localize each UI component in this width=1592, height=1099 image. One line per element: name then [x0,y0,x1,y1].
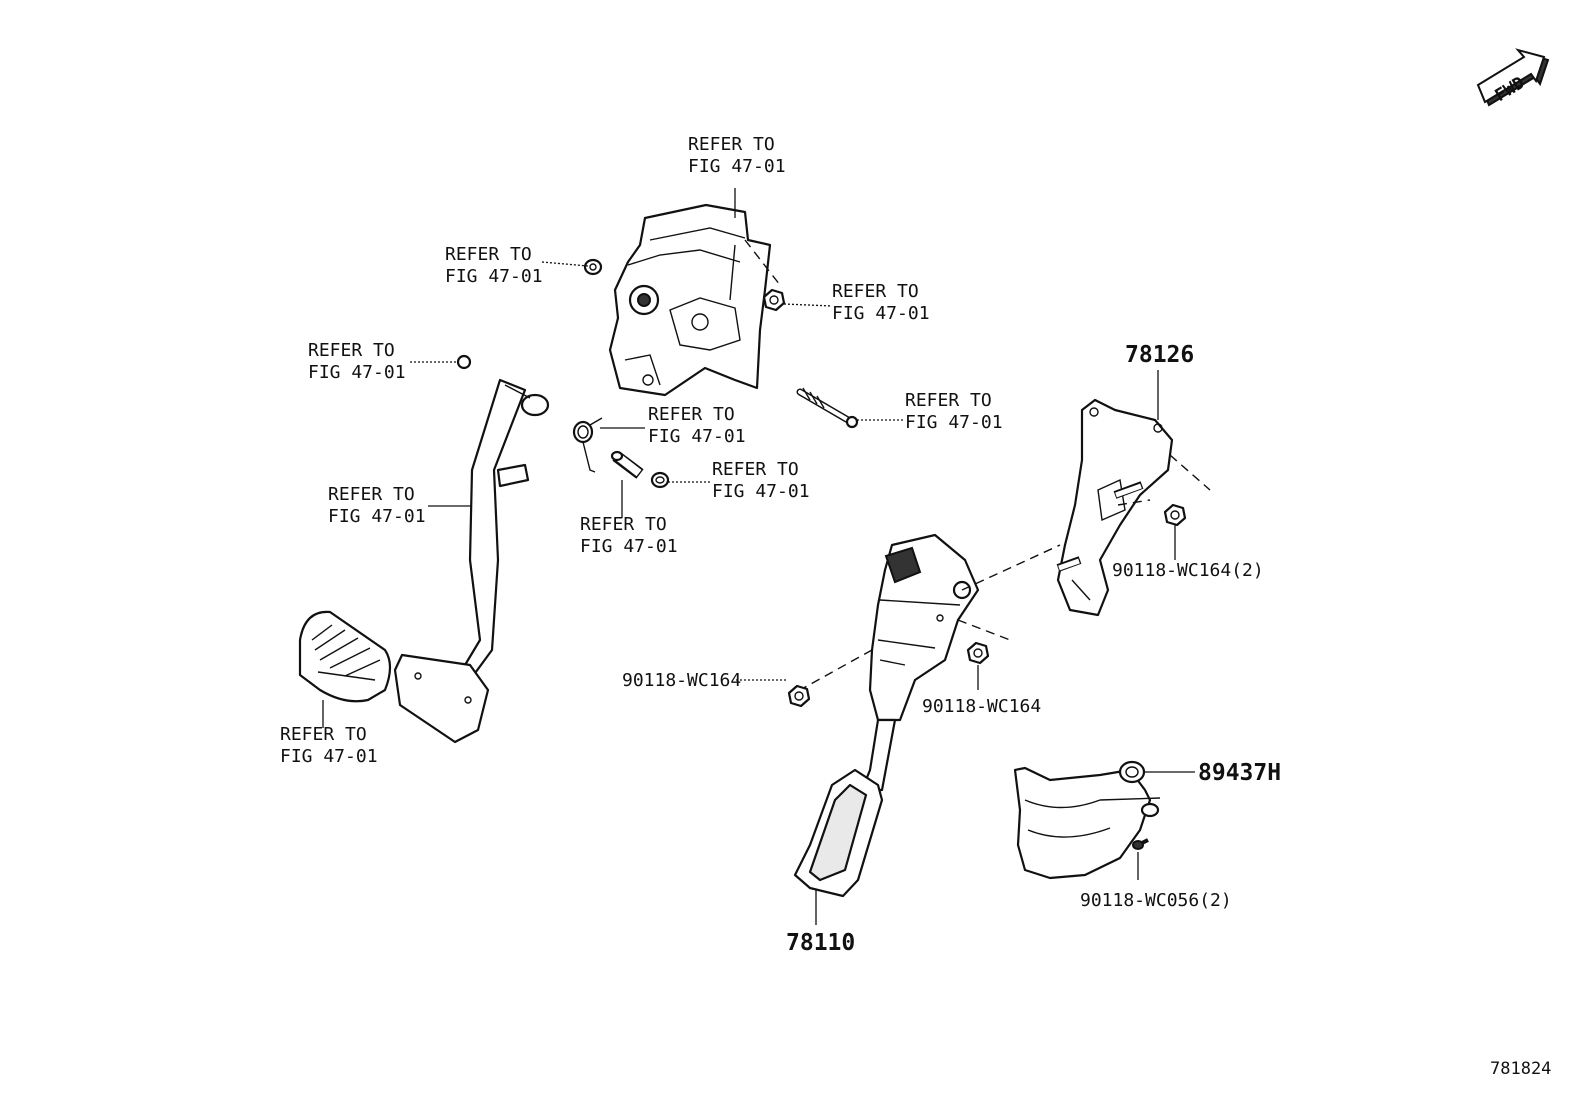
brake-pedal-lever [393,378,550,744]
part-number-nut-center: 90118-WC164 [922,696,1041,717]
label-refer-nut-upper-right-2: FIG 47-01 [832,303,930,324]
bracket-78126 [1056,398,1211,617]
return-spring [572,417,603,473]
part-number-78110: 78110 [786,930,855,956]
label-refer-spring-2: FIG 47-01 [648,426,746,447]
label-refer-nut-upper-left-1: REFER TO [445,244,532,265]
label-refer-nut-upper-right-1: REFER TO [832,281,919,302]
label-refer-bracket-top-2: FIG 47-01 [688,156,786,177]
label-refer-brake-lever-1: REFER TO [328,484,415,505]
pedal-support-bracket [608,203,781,397]
label-refer-bushing-1: REFER TO [712,459,799,480]
fwd-arrow-icon: FWD [1476,48,1550,107]
figure-number: 781824 [1490,1059,1551,1079]
label-refer-pin-2: FIG 47-01 [580,536,678,557]
label-refer-bolt-2: FIG 47-01 [905,412,1003,433]
pivot-bolt [796,387,859,429]
label-refer-bushing-2: FIG 47-01 [712,481,810,502]
nut-upper-left [583,258,603,276]
label-refer-bracket-top-1: REFER TO [688,134,775,155]
bushing [650,471,670,489]
label-refer-pedal-pad-2: FIG 47-01 [280,746,378,767]
screw [1132,838,1149,850]
part-number-nut-bracket: 90118-WC164(2) [1112,560,1264,581]
bracket-studs [1056,481,1144,572]
sensor-cover-89437H [1013,760,1161,880]
small-nut-left [456,354,472,370]
label-refer-small-nut-2: FIG 47-01 [308,362,406,383]
nut-bracket [1163,503,1187,527]
part-number-89437H: 89437H [1198,760,1281,786]
label-refer-small-nut-1: REFER TO [308,340,395,361]
nut-left [787,684,811,708]
part-number-screw: 90118-WC056(2) [1080,890,1232,911]
brake-pedal-pad [298,610,392,703]
leader-lines [322,188,1195,925]
nut-center [966,641,990,665]
part-number-nut-left: 90118-WC164 [622,670,741,691]
label-refer-spring-1: REFER TO [648,404,735,425]
nut-upper-right [762,288,786,312]
accelerator-pedal-78110 [793,533,1061,898]
pivot-pin [610,450,644,479]
part-number-78126: 78126 [1125,342,1194,368]
label-refer-nut-upper-left-2: FIG 47-01 [445,266,543,287]
label-refer-brake-lever-2: FIG 47-01 [328,506,426,527]
label-refer-pin-1: REFER TO [580,514,667,535]
label-refer-bolt-1: REFER TO [905,390,992,411]
label-refer-pedal-pad-1: REFER TO [280,724,367,745]
callout-labels: REFER TO FIG 47-01 REFER TO FIG 47-01 RE… [280,134,1551,1079]
